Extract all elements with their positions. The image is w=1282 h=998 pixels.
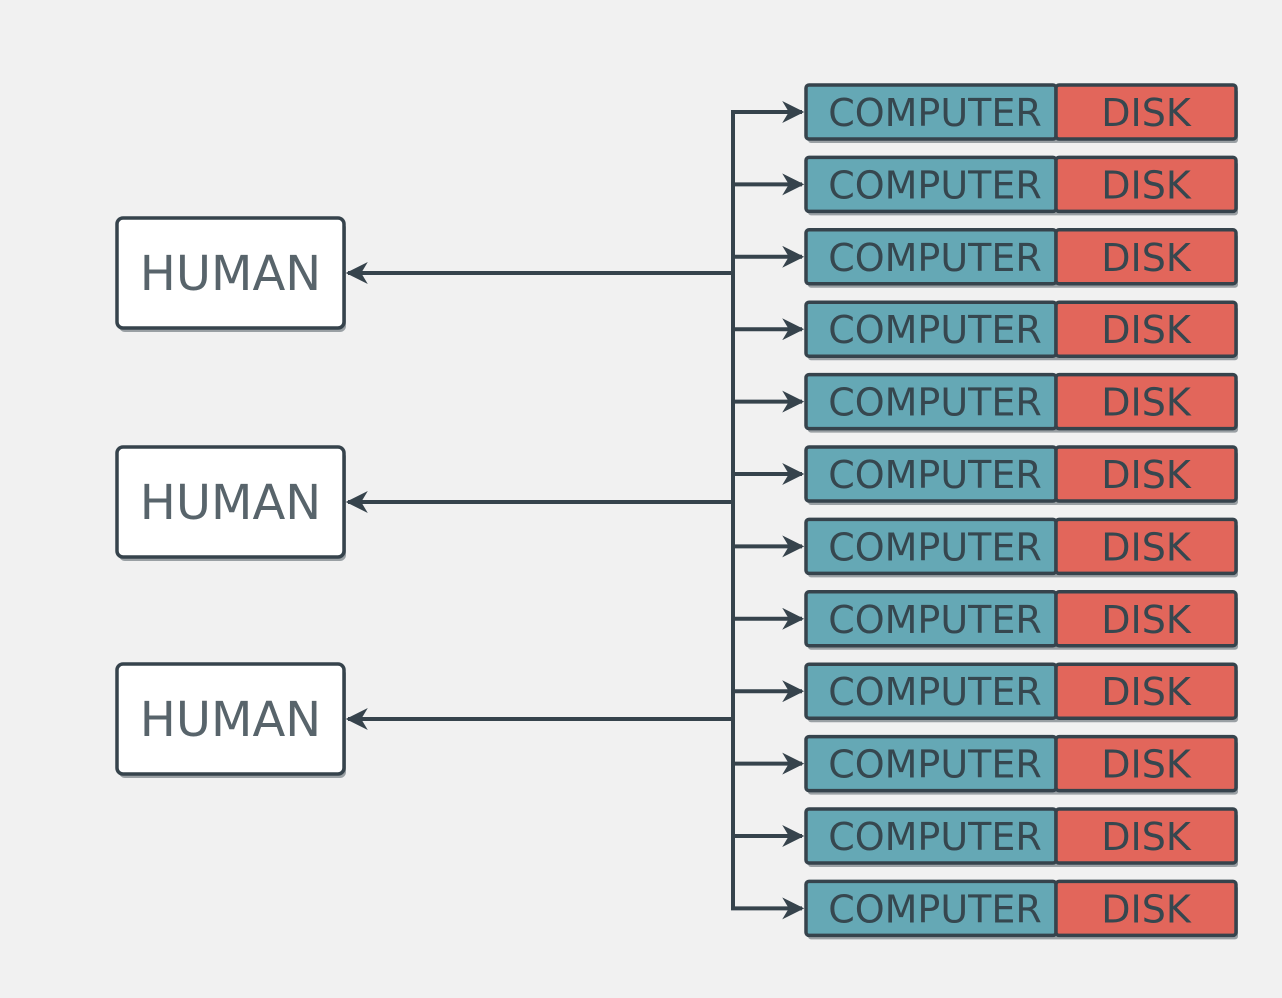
connector-layer: [345, 101, 805, 920]
disk-box: [1054, 372, 1238, 431]
human-label: HUMAN: [140, 475, 321, 531]
computer-label: COMPUTER: [828, 91, 1042, 135]
node-row: COMPUTER DISK: [804, 879, 1238, 940]
disk-label: DISK: [1101, 236, 1192, 280]
disk-label: DISK: [1101, 453, 1192, 497]
disk-box: [1054, 155, 1238, 214]
disk-box: [1054, 807, 1238, 865]
disk-label: DISK: [1101, 598, 1192, 642]
humans-layer: HUMAN HUMAN HUMAN: [115, 216, 346, 778]
node-row: COMPUTER DISK: [804, 83, 1238, 143]
disk-label: DISK: [1101, 815, 1192, 859]
disk-label: DISK: [1101, 381, 1192, 425]
node-row: COMPUTER DISK: [804, 807, 1238, 867]
disk-box: [1054, 228, 1238, 286]
disk-box: [1054, 662, 1238, 720]
human-box-rect: [115, 216, 346, 330]
disk-box: [1054, 300, 1238, 358]
disk-box: [1054, 734, 1238, 793]
computer-label: COMPUTER: [828, 308, 1042, 352]
human-box: HUMAN: [115, 445, 346, 561]
human-box: HUMAN: [115, 662, 346, 778]
node-row: COMPUTER DISK: [804, 517, 1238, 578]
disk-label: DISK: [1101, 887, 1192, 931]
node-row: COMPUTER DISK: [804, 155, 1238, 216]
disk-label: DISK: [1101, 670, 1192, 714]
human-label: HUMAN: [140, 692, 321, 748]
disk-box: [1054, 879, 1238, 938]
computer-label: COMPUTER: [828, 815, 1042, 859]
node-row: COMPUTER DISK: [804, 372, 1238, 433]
human-box-rect: [115, 662, 346, 776]
disk-label: DISK: [1101, 308, 1192, 352]
disk-box: [1054, 517, 1238, 576]
computer-label: COMPUTER: [828, 743, 1042, 787]
node-row: COMPUTER DISK: [804, 228, 1238, 288]
human-box: HUMAN: [115, 216, 346, 332]
computer-label: COMPUTER: [828, 381, 1042, 425]
computer-label: COMPUTER: [828, 598, 1042, 642]
computer-label: COMPUTER: [828, 670, 1042, 714]
computer-label: COMPUTER: [828, 163, 1042, 207]
disk-box: [1054, 590, 1238, 648]
node-row: COMPUTER DISK: [804, 590, 1238, 650]
computer-label: COMPUTER: [828, 453, 1042, 497]
node-row: COMPUTER DISK: [804, 662, 1238, 723]
computer-label: COMPUTER: [828, 887, 1042, 931]
human-box-rect: [115, 445, 346, 559]
disk-box: [1054, 83, 1238, 141]
disk-label: DISK: [1101, 163, 1192, 207]
computer-label: COMPUTER: [828, 236, 1042, 280]
computer-label: COMPUTER: [828, 525, 1042, 569]
node-row: COMPUTER DISK: [804, 734, 1238, 795]
disk-label: DISK: [1101, 743, 1192, 787]
node-row: COMPUTER DISK: [804, 445, 1238, 505]
human-label: HUMAN: [140, 246, 321, 302]
node-row: COMPUTER DISK: [804, 300, 1238, 361]
disk-box: [1054, 445, 1238, 503]
disk-label: DISK: [1101, 525, 1192, 569]
disk-label: DISK: [1101, 91, 1192, 135]
